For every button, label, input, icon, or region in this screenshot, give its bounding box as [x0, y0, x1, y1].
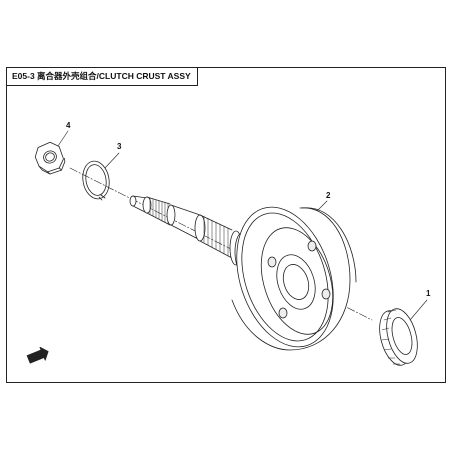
clutch-housing-drum-part: [231, 206, 357, 351]
callout-2: 2: [326, 191, 331, 200]
hex-nut-part: [34, 141, 66, 175]
front-arrow-icon: [26, 346, 49, 364]
callout-3: 3: [117, 142, 122, 151]
callout-4: 4: [66, 121, 71, 130]
leader-line-1: [409, 299, 428, 321]
leader-line-4: [57, 130, 69, 147]
clutch-shaft-part: [129, 195, 250, 272]
one-way-clutch-part: [379, 308, 418, 366]
callout-1: 1: [426, 289, 431, 298]
leader-line-3: [104, 152, 120, 169]
diagram-title: E05-3 离合器外壳组合/CLUTCH CRUST ASSY: [6, 67, 198, 86]
diagram-frame: [6, 67, 446, 383]
lock-washer-part: [82, 160, 110, 201]
